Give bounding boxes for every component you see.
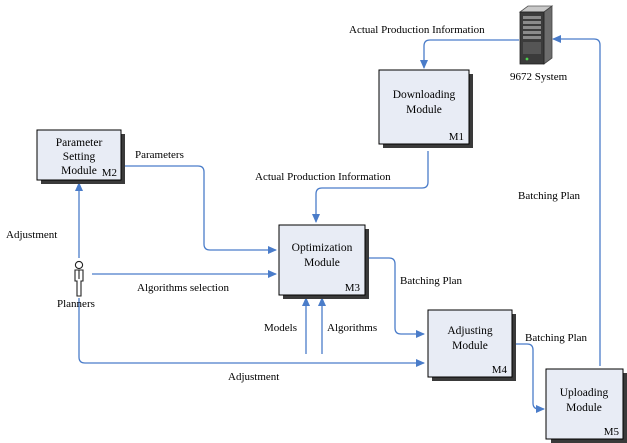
arrow-adjusting-to-uploading [514, 343, 545, 413]
downloading-module-box [378, 69, 470, 145]
system-label: 9672 System [510, 71, 568, 83]
uploading-module-box [545, 368, 624, 440]
arrow-planners-to-adjusting [78, 298, 425, 367]
arrow-downloading-to-optimization [312, 151, 429, 223]
planners-label: Planners [57, 298, 95, 310]
parameter-module-title-2: Setting [63, 151, 96, 163]
parameter-module-box [36, 129, 122, 181]
edge-label-batching-plan-m4: Batching Plan [525, 332, 588, 344]
downloading-module: Downloading Module M1 [378, 69, 473, 148]
parameter-module-title-3: Module [61, 165, 97, 177]
parameter-module-id: M2 [102, 167, 117, 179]
edge-label-adjustment-left: Adjustment [6, 229, 57, 241]
downloading-module-title-1: Downloading [393, 89, 456, 101]
edge-label-adjustment-bottom: Adjustment [228, 371, 279, 383]
arrow-uploading-to-system [552, 35, 601, 366]
optimization-module-title-2: Module [304, 257, 340, 269]
person-icon [74, 260, 84, 297]
downloading-module-id: M1 [449, 131, 464, 143]
edge-label-algorithms-selection: Algorithms selection [137, 282, 229, 294]
edge-label-parameters: Parameters [135, 149, 184, 161]
optimization-module-title-1: Optimization [292, 242, 353, 254]
edge-label-models: Models [264, 322, 297, 334]
server-icon [518, 5, 554, 65]
uploading-module: Uploading Module M5 [545, 368, 627, 443]
optimization-module-box [278, 224, 366, 296]
adjusting-module-id: M4 [492, 364, 508, 376]
edge-label-batching-plan-up: Batching Plan [518, 190, 581, 202]
arrow-optimization-to-adjusting [366, 257, 425, 338]
edge-label-actual-production-top: Actual Production Information [349, 24, 485, 36]
uploading-module-title-2: Module [566, 402, 602, 414]
connectors [75, 35, 601, 413]
arrow-system-to-downloading [420, 39, 519, 69]
downloading-module-title-2: Module [406, 104, 442, 116]
adjusting-module-title-2: Module [452, 340, 488, 352]
arrow-parameters-to-optimization [122, 165, 277, 254]
edge-label-algorithms: Algorithms [327, 322, 377, 334]
adjusting-module-box [427, 309, 513, 378]
edge-label-actual-production-mid: Actual Production Information [255, 171, 391, 183]
optimization-module-id: M3 [345, 282, 361, 294]
uploading-module-title-1: Uploading [560, 387, 609, 399]
optimization-module: Optimization Module M3 [278, 224, 369, 299]
adjusting-module: Adjusting Module M4 [427, 309, 516, 381]
adjusting-module-title-1: Adjusting [447, 325, 493, 337]
uploading-module-id: M5 [604, 426, 620, 438]
parameter-module-title-1: Parameter [56, 137, 103, 149]
edge-label-batching-plan-m3: Batching Plan [400, 275, 463, 287]
parameter-setting-module: Parameter Setting Module M2 [36, 129, 125, 184]
